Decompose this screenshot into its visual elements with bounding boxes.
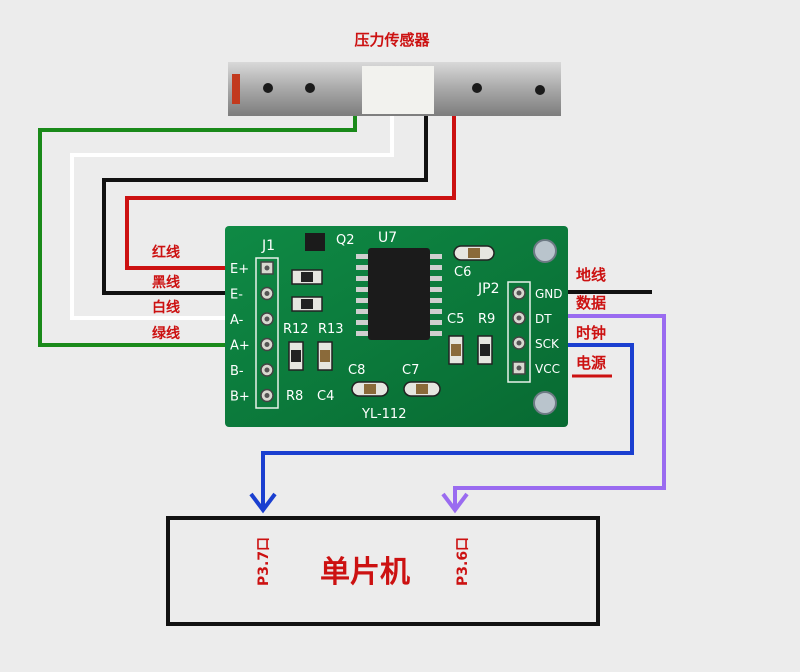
label-green-wire: 绿线 bbox=[152, 325, 180, 342]
u7-chip bbox=[356, 248, 442, 340]
silk-r8: R8 bbox=[286, 389, 303, 404]
hx711-board: J1 E+ E- A- A+ B- B+ JP2 GND DT SCK VCC U7 Q2 C6… bbox=[225, 226, 568, 427]
silk-q2: Q2 bbox=[336, 233, 355, 248]
mcu-box: 单片机 P3.7口 P3.6口 bbox=[166, 516, 600, 626]
silk-c8: C8 bbox=[348, 363, 365, 378]
jp2-pin-label: GND bbox=[535, 287, 563, 301]
label-black-wire: 黑线 bbox=[152, 274, 180, 291]
j1-pin-label: A+ bbox=[230, 339, 250, 354]
q2-transistor bbox=[305, 233, 325, 251]
label-white-wire: 白线 bbox=[152, 299, 180, 316]
load-cell bbox=[228, 62, 561, 116]
j1-pin-label: E+ bbox=[230, 262, 249, 277]
mcu-port-p36: P3.6口 bbox=[455, 537, 471, 586]
silk-r13: R13 bbox=[318, 322, 344, 337]
j1-pin-label: B+ bbox=[230, 390, 250, 405]
j1-pin-label: B- bbox=[230, 364, 244, 379]
j1-label: J1 bbox=[261, 238, 275, 254]
silk-u7: U7 bbox=[378, 230, 397, 246]
board-mount-hole bbox=[533, 239, 557, 263]
green-wire bbox=[38, 116, 357, 347]
board-mount-hole bbox=[533, 391, 557, 415]
mount-hole bbox=[535, 85, 545, 95]
label-power: 电源 bbox=[576, 354, 606, 372]
mount-hole bbox=[305, 83, 315, 93]
jp2-pin-label: SCK bbox=[535, 337, 560, 351]
data-arrowhead bbox=[441, 492, 469, 514]
silk-r12: R12 bbox=[283, 322, 309, 337]
silk-model: YL-112 bbox=[361, 407, 406, 422]
label-data: 数据 bbox=[576, 294, 606, 312]
mcu-title: 单片机 bbox=[320, 555, 410, 590]
label-gnd: 地线 bbox=[576, 266, 606, 284]
data-wire-purple bbox=[453, 314, 666, 508]
j1-pin-label: A- bbox=[230, 313, 244, 328]
silk-c6: C6 bbox=[454, 265, 471, 280]
red-wire bbox=[125, 116, 456, 270]
black-wire bbox=[102, 116, 428, 295]
silk-c7: C7 bbox=[402, 363, 419, 378]
sensor-title: 压力传感器 bbox=[354, 31, 430, 49]
jp2-pin-label: DT bbox=[535, 312, 552, 326]
jp2-pin-label: VCC bbox=[535, 362, 560, 376]
silk-c4: C4 bbox=[317, 389, 334, 404]
clock-wire-blue bbox=[261, 343, 634, 508]
mount-hole bbox=[472, 83, 482, 93]
j1-pin-label: E- bbox=[230, 288, 243, 303]
clock-arrowhead bbox=[249, 492, 277, 514]
white-wire bbox=[70, 116, 394, 320]
silk-c5: C5 bbox=[447, 312, 464, 327]
mount-hole bbox=[263, 83, 273, 93]
mcu-port-p37: P3.7口 bbox=[256, 537, 272, 586]
jp2-label: JP2 bbox=[477, 281, 499, 297]
silk-r9: R9 bbox=[478, 312, 495, 327]
label-clock: 时钟 bbox=[576, 324, 606, 342]
strain-gauge-pad bbox=[362, 66, 434, 114]
label-red-wire: 红线 bbox=[152, 244, 180, 261]
